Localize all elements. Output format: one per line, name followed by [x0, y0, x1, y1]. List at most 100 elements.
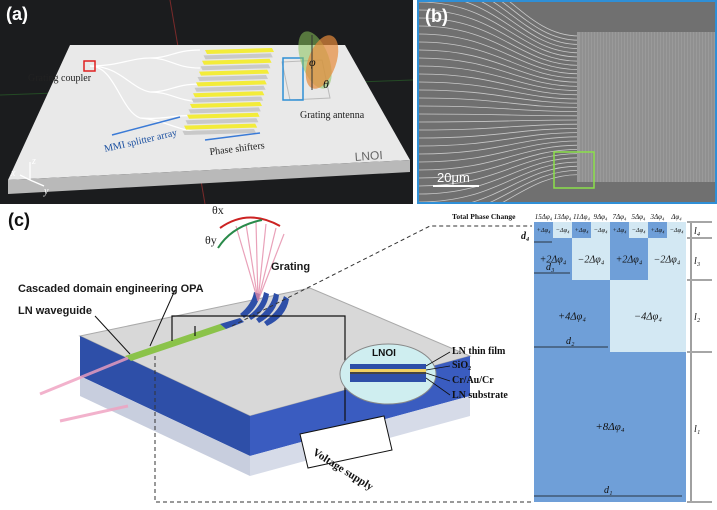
grating-connection — [220, 318, 244, 329]
panel-b-sem-image: 20μm (b) — [417, 0, 717, 204]
lnoi-layer-metal — [350, 372, 426, 374]
domain-grid: +Δφ₄−Δφ₄+Δφ₄−Δφ₄+Δφ₄−Δφ₄+Δφ₄−Δφ₄+2Δφ₄−2Δ… — [534, 222, 686, 502]
domain-cell — [572, 222, 591, 238]
sem-waveguide-line — [419, 128, 580, 139]
domain-cell-label: −2Δφ₄ — [654, 254, 681, 265]
d2-label: d₂ — [566, 336, 575, 347]
phase-shifter-electrode — [182, 129, 256, 135]
sem-waveguide-line — [492, 2, 580, 45]
domain-cell — [591, 222, 610, 238]
panel-c-label: (c) — [8, 210, 30, 230]
column-phase-label: 13Δφ₄ — [554, 213, 572, 221]
theta-x-label: θx — [212, 206, 224, 217]
domain-cell — [648, 222, 667, 238]
sem-highlight-box — [553, 151, 595, 189]
input-laser-beam — [39, 356, 129, 423]
column-phase-label: 7Δφ₄ — [613, 213, 627, 221]
domain-cell-label: +Δφ₄ — [574, 227, 589, 234]
phase-shifter-electrode — [196, 80, 267, 87]
axis-y-label: y — [43, 186, 49, 197]
width-dimension-arrows — [534, 241, 682, 497]
sem-waveguide-line — [419, 89, 580, 104]
antenna-highlight-box — [282, 57, 304, 101]
sem-waveguide-line — [419, 157, 580, 195]
domain-cell — [667, 222, 686, 238]
domain-cell-label: −Δφ₄ — [593, 227, 608, 234]
sem-waveguide-line — [419, 113, 580, 117]
lnoi-layer-sio2 — [350, 369, 426, 372]
theta-symbol: θ — [323, 77, 329, 91]
domain-cell-label: +Δφ₄ — [536, 227, 551, 234]
phase-shifter-electrode — [197, 75, 268, 81]
grating-coupler-label: Grating coupler — [28, 73, 92, 84]
sem-grating-region — [577, 32, 715, 182]
sem-micrograph: 20μm — [419, 2, 715, 202]
phase-shifter-electrode — [187, 112, 260, 119]
layer-labels: LN thin film SiO₂ Cr/Au/Cr LN substrate — [452, 346, 508, 401]
chip-side-surface — [8, 160, 410, 194]
phi-symbol: φ — [309, 55, 316, 69]
domain-cell-label: −2Δφ₄ — [578, 254, 605, 265]
sem-curved-waveguides — [419, 2, 580, 202]
total-phase-change-label: Total Phase Change — [452, 212, 516, 221]
emitted-beam — [235, 221, 285, 302]
sem-waveguide-line — [419, 105, 580, 112]
domain-cell — [648, 238, 686, 280]
l1-label: l₁ — [694, 424, 700, 435]
ln-waveguide-label: LN waveguide — [18, 305, 92, 317]
voltage-supply-box — [299, 415, 393, 469]
grating-coupler-marker — [83, 60, 96, 72]
domain-cell-label: +8Δφ₄ — [595, 421, 624, 433]
sem-waveguide-line — [419, 49, 580, 83]
beam-lobe-orange — [305, 35, 339, 89]
column-phase-label: 3Δφ₄ — [650, 213, 665, 221]
phase-shifter-electrode — [191, 96, 264, 103]
device-left-side — [80, 336, 250, 456]
sem-waveguide-line — [502, 174, 580, 202]
d4-label: d₄ — [521, 231, 530, 242]
sem-waveguide-line — [419, 144, 580, 171]
domain-cell — [553, 222, 572, 238]
zoom-dashed-lines — [154, 225, 532, 503]
axis-z-label: z — [31, 156, 36, 167]
domain-cell — [572, 238, 610, 280]
sem-waveguide-line — [464, 2, 580, 54]
device-substrate-left — [80, 376, 250, 476]
chip-render-figure: Grating coupler MMI splitter array Phase… — [0, 0, 413, 204]
device-schematic-figure: θx θy Voltage supply Cascaded domain eng… — [18, 206, 712, 503]
axis-x-label: x — [10, 168, 16, 179]
sem-waveguide-line — [501, 2, 580, 41]
domain-cell-label: +Δφ₄ — [650, 227, 665, 234]
phase-shifter-electrode — [188, 107, 261, 114]
phase-shifter-dimension-arrow — [204, 132, 261, 141]
sem-waveguide-line — [419, 123, 580, 131]
layer-label-ln-thin-film: LN thin film — [452, 346, 506, 357]
scale-bar-label: 20μm — [437, 170, 470, 185]
panel-a-label: (a) — [6, 4, 28, 24]
sem-waveguide-line — [419, 119, 580, 123]
phase-shifter-electrode — [202, 58, 272, 65]
phase-shifter-electrode — [185, 118, 259, 125]
opa-pointer — [149, 289, 176, 347]
sem-waveguide-line — [419, 9, 580, 62]
domain-cell-label: −4Δφ₄ — [634, 312, 662, 323]
phase-shifter-electrode — [190, 102, 262, 108]
sem-waveguide-line — [419, 97, 580, 108]
cascaded-opa-label: Cascaded domain engineering OPA — [18, 283, 204, 295]
length-dimension-arrows — [687, 221, 712, 503]
panel-b-label: (b) — [425, 6, 448, 26]
phase-shifter-electrode — [205, 48, 274, 54]
column-phase-label: 9Δφ₄ — [594, 213, 608, 221]
theta-y-arrow — [217, 219, 263, 249]
l4-label: l₄ — [694, 226, 701, 237]
sem-waveguide-line — [481, 2, 580, 49]
l3-label: l₃ — [694, 256, 701, 267]
column-phase-label: 15Δφ₄ — [535, 213, 553, 221]
domain-cell-label: +4Δφ₄ — [558, 312, 586, 323]
sem-waveguide-line — [509, 2, 580, 37]
lnoi-layer-thin-film — [350, 364, 426, 369]
d1-label: d₁ — [604, 485, 612, 496]
domain-cell — [610, 280, 686, 352]
phase-shifter-electrode — [194, 85, 266, 92]
